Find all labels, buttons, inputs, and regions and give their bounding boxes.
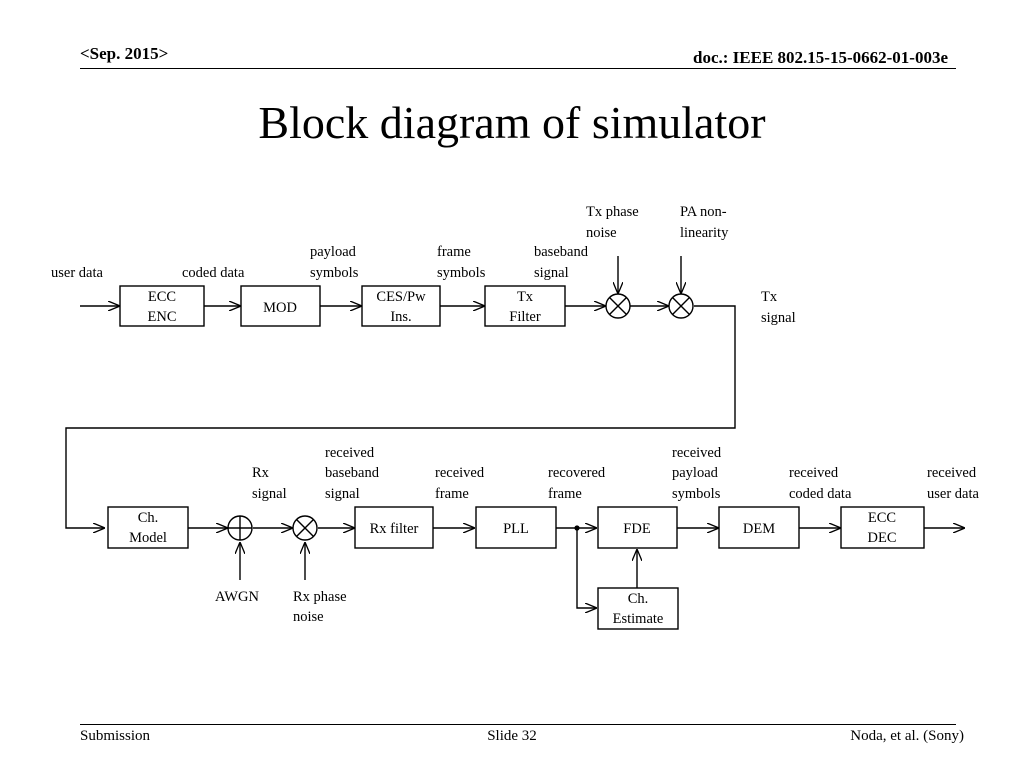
label-received-frame-1: received <box>435 465 485 481</box>
block-tx-filter-line1: Tx <box>517 289 534 305</box>
label-rx-signal-2: signal <box>252 486 287 502</box>
label-received-coded-1: received <box>789 465 839 481</box>
rx-phase-mixer <box>292 515 318 541</box>
block-ces-line1: CES/Pw <box>376 289 426 305</box>
block-ces-line2: Ins. <box>390 309 411 325</box>
label-received-frame-2: frame <box>435 486 469 502</box>
pa-mixer <box>668 293 694 319</box>
block-ch-estimate <box>597 587 679 630</box>
block-ecc-dec-line1: ECC <box>868 510 896 526</box>
block-pll <box>475 506 557 549</box>
label-rx-phase-noise-2: noise <box>293 609 324 625</box>
label-tx-signal-1: Tx <box>761 289 778 305</box>
label-coded-data: coded data <box>182 265 245 281</box>
label-pa-nonlinearity-1: PA non- <box>680 204 727 220</box>
awgn-adder <box>227 515 253 541</box>
label-received-payload-3: symbols <box>672 486 721 502</box>
block-ecc-enc-line1: ECC <box>148 289 176 305</box>
block-rx-filter-label: Rx filter <box>370 521 419 537</box>
label-frame-symbols-1: frame <box>437 244 471 260</box>
block-pll-label: PLL <box>503 521 529 537</box>
block-ecc-enc <box>119 285 205 327</box>
block-ch-model <box>107 506 189 549</box>
label-rx-signal-1: Rx <box>252 465 270 481</box>
label-frame-symbols-2: symbols <box>437 265 486 281</box>
block-fde-label: FDE <box>623 521 651 537</box>
arrow-to-ch-estimate <box>576 528 596 608</box>
label-received-baseband-2: baseband <box>325 465 380 481</box>
footer-authors: Noda, et al. (Sony) <box>850 728 964 744</box>
block-ch-estimate-line2: Estimate <box>613 611 664 627</box>
label-baseband-signal-1: baseband <box>534 244 589 260</box>
label-recovered-frame-2: frame <box>548 486 582 502</box>
label-received-baseband-3: signal <box>325 486 360 502</box>
label-received-coded-2: coded data <box>789 486 852 502</box>
block-ch-model-line2: Model <box>129 530 167 546</box>
block-ch-model-line1: Ch. <box>138 510 159 526</box>
line-tx-signal <box>65 305 736 528</box>
block-ces-pw-ins <box>361 285 441 327</box>
label-received-user-2: user data <box>927 486 979 502</box>
block-ch-estimate-line1: Ch. <box>628 591 649 607</box>
label-received-baseband-1: received <box>325 445 375 461</box>
label-received-payload-1: received <box>672 445 722 461</box>
block-dem <box>718 506 800 549</box>
block-mod-label: MOD <box>263 300 297 316</box>
block-tx-filter <box>484 285 566 327</box>
label-baseband-signal-2: signal <box>534 265 569 281</box>
page-title: Block diagram of simulator <box>258 97 766 148</box>
footer-submission: Submission <box>80 728 151 744</box>
header-date: <Sep. 2015> <box>80 44 169 63</box>
block-ecc-dec-line2: DEC <box>868 530 897 546</box>
header-rule <box>80 68 956 69</box>
label-awgn: AWGN <box>215 589 259 605</box>
footer-slide-number: Slide 32 <box>487 728 537 744</box>
label-recovered-frame-1: recovered <box>548 465 606 481</box>
label-tx-signal-2: signal <box>761 310 796 326</box>
tx-phase-mixer <box>605 293 631 319</box>
label-received-payload-2: payload <box>672 465 719 481</box>
header-doc-id: doc.: IEEE 802.15-15-0662-01-003e <box>693 48 948 67</box>
label-tx-phase-noise-2: noise <box>586 225 617 241</box>
label-rx-phase-noise-1: Rx phase <box>293 589 347 605</box>
footer-rule <box>80 724 956 725</box>
label-pa-nonlinearity-2: linearity <box>680 225 729 241</box>
label-received-user-1: received <box>927 465 977 481</box>
label-tx-phase-noise-1: Tx phase <box>586 204 639 220</box>
block-rx-filter <box>354 506 434 549</box>
label-user-data: user data <box>51 265 103 281</box>
block-dem-label: DEM <box>743 521 775 537</box>
block-fde <box>597 506 678 549</box>
branch-point <box>574 525 580 531</box>
block-tx-filter-line2: Filter <box>509 309 541 325</box>
label-payload-symbols-1: payload <box>310 244 357 260</box>
block-ecc-dec <box>840 506 925 549</box>
label-payload-symbols-2: symbols <box>310 265 359 281</box>
block-mod <box>240 285 321 327</box>
block-ecc-enc-line2: ENC <box>148 309 177 325</box>
